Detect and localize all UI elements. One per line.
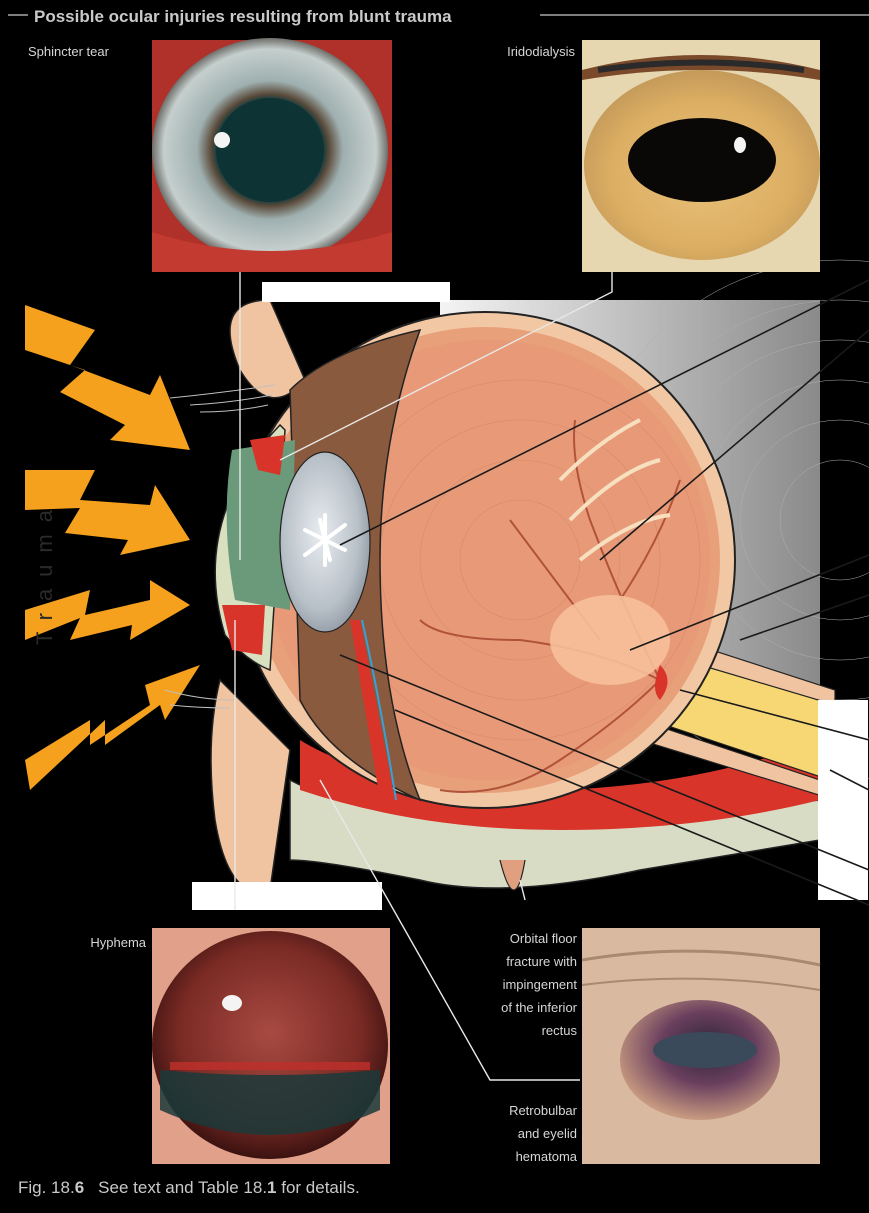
label-hyphema: Hyphema <box>90 935 146 950</box>
figure-title: Possible ocular injuries resulting from … <box>34 7 452 26</box>
label-retrobulbar: Retrobulbar and eyelid hematoma <box>509 1103 578 1164</box>
label-orbital-floor-line-4: of the inferior <box>501 1000 578 1015</box>
label-iridodialysis: Iridodialysis <box>507 44 575 59</box>
caption-fig: Fig. 18. <box>18 1178 75 1197</box>
caption-tail: for details. <box>277 1178 360 1197</box>
caption-fig-num: 6 <box>75 1178 84 1197</box>
label-orbital-floor-line-5: rectus <box>542 1023 578 1038</box>
white-tab-bottom <box>192 882 382 910</box>
label-retrobulbar-line-3: hematoma <box>516 1149 578 1164</box>
trauma-side-label: Trauma <box>32 498 57 645</box>
label-orbital-floor-line-3: impingement <box>503 977 578 992</box>
label-retrobulbar-line-1: Retrobulbar <box>509 1103 578 1118</box>
label-sphincter-tear: Sphincter tear <box>28 44 110 59</box>
white-tab-top <box>262 282 450 302</box>
photo-iridodialysis <box>582 40 820 272</box>
label-orbital-floor-line-2: fracture with <box>506 954 577 969</box>
label-orbital-floor-line-1: Orbital floor <box>510 931 578 946</box>
photo-sphincter-tear <box>152 38 392 272</box>
caption-table-num: 1 <box>267 1178 276 1197</box>
caption-text: See text and Table 18. <box>98 1178 267 1197</box>
white-tab-right <box>818 700 868 900</box>
label-retrobulbar-line-2: and eyelid <box>518 1126 577 1141</box>
macula-edema <box>550 595 670 685</box>
photo-hyphema <box>152 928 390 1164</box>
photo-retrobulbar-hematoma <box>582 928 820 1164</box>
figure-caption: Fig. 18.6 See text and Table 18.1 for det… <box>18 1178 360 1197</box>
